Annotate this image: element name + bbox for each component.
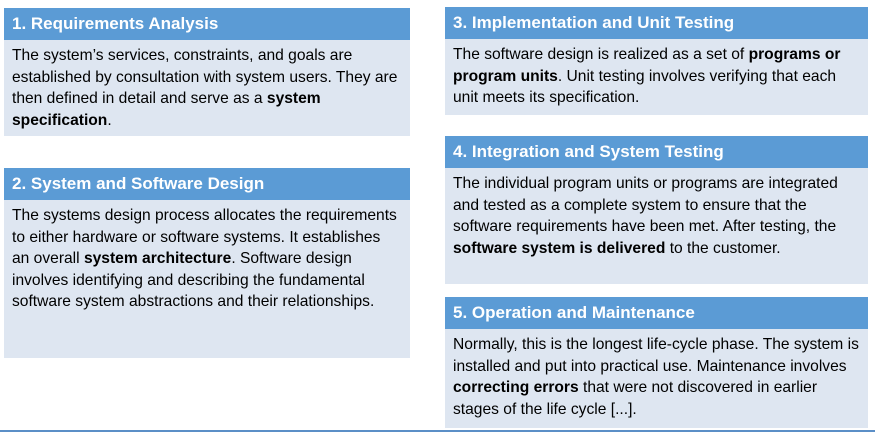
card-body: The systems design process allocates the… <box>4 200 410 358</box>
card-title: 3. Implementation and Unit Testing <box>445 7 868 39</box>
card-text-bold: system architecture <box>83 250 232 267</box>
card-body: Normally, this is the longest life-cycle… <box>445 329 868 428</box>
card-text: . <box>107 111 112 129</box>
card-text-bold: system specification <box>12 90 321 129</box>
card-title: 1. Requirements Analysis <box>4 8 410 40</box>
card-text: The individual program units or programs… <box>453 175 838 235</box>
card-title: 5. Operation and Maintenance <box>445 297 868 329</box>
card-body: The software design is realized as a set… <box>445 39 868 115</box>
card-operation-maintenance: 5. Operation and Maintenance Normally, t… <box>445 297 868 428</box>
card-system-software-design: 2. System and Software Design The system… <box>4 168 410 358</box>
card-requirements-analysis: 1. Requirements Analysis The system’s se… <box>4 8 410 136</box>
card-text: . Software design involves identifying a… <box>12 250 375 310</box>
card-text: that were not discovered in earlier stag… <box>453 379 818 418</box>
card-integration-system-testing: 4. Integration and System Testing The in… <box>445 136 868 284</box>
card-text-bold: correcting errors <box>453 379 579 396</box>
card-implementation-unit-testing: 3. Implementation and Unit Testing The s… <box>445 7 868 115</box>
card-text: The software design is realized as a set… <box>453 46 749 63</box>
card-text-bold: software system is delivered <box>453 239 666 257</box>
card-title: 2. System and Software Design <box>4 168 410 200</box>
card-body: The system’s services, constraints, and … <box>4 40 410 136</box>
card-title: 4. Integration and System Testing <box>445 136 868 168</box>
card-body: The individual program units or programs… <box>445 168 868 284</box>
bottom-divider <box>0 430 875 432</box>
card-text: The systems design process allocates the… <box>12 207 397 267</box>
card-text: . Unit testing involves verifying that e… <box>453 67 837 107</box>
card-text: Normally, this is the longest life-cycle… <box>453 336 859 375</box>
card-text-bold: programs or program units <box>453 46 841 85</box>
card-text: The system’s services, constraints, and … <box>12 47 398 107</box>
card-text: to the customer. <box>665 239 781 257</box>
